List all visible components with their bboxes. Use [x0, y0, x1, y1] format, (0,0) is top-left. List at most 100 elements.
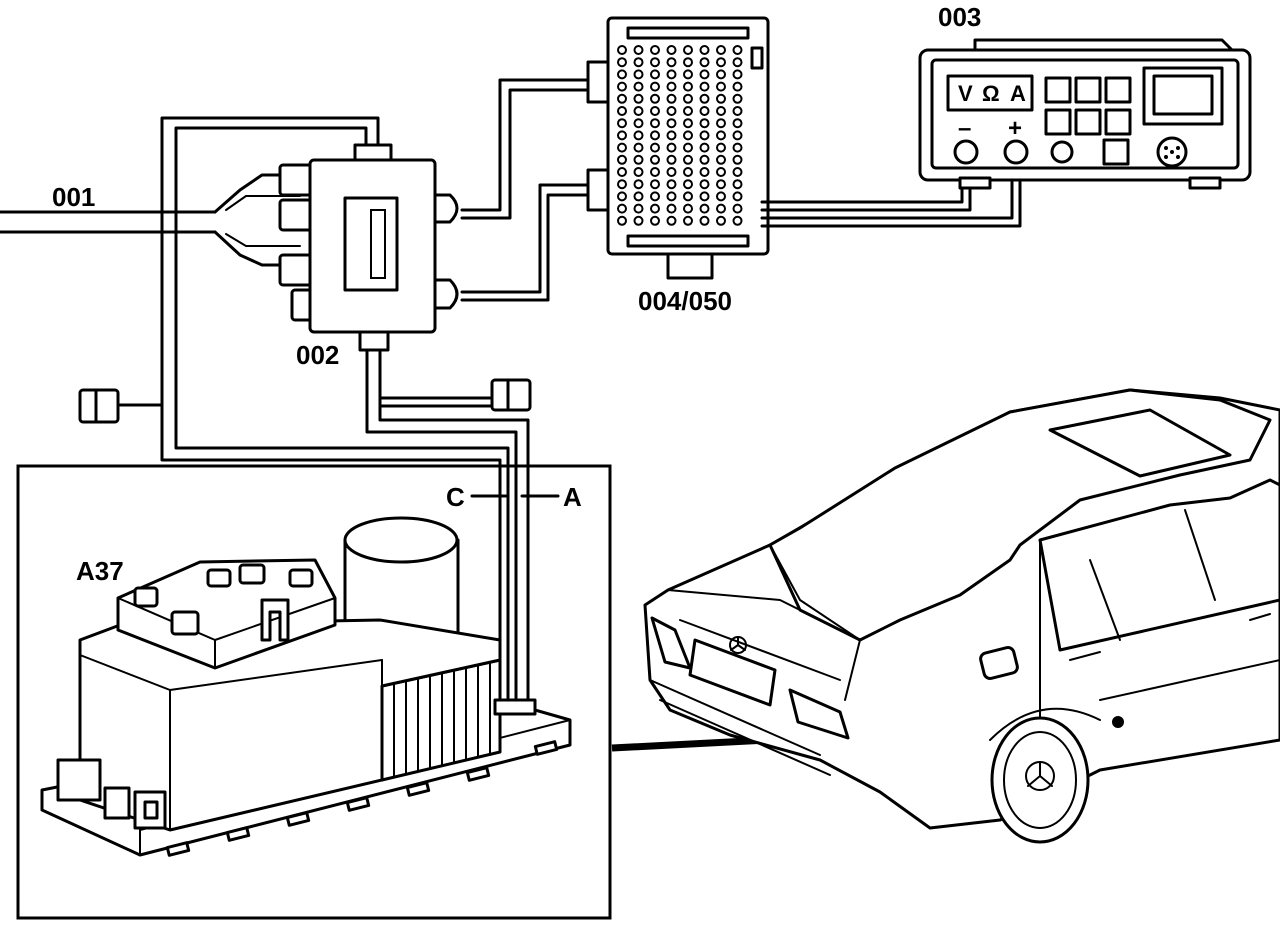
adapter-to-module-wires — [365, 348, 532, 712]
socket-pin — [633, 167, 644, 177]
adapter-to-socketbox-wires — [460, 78, 598, 302]
socket-pin — [716, 215, 726, 226]
socket-pin — [633, 215, 644, 226]
socket-pin — [666, 69, 677, 80]
connector-left — [78, 388, 164, 424]
socket-pin — [650, 130, 660, 141]
socket-pin — [683, 179, 693, 190]
socket-pin — [617, 154, 627, 165]
socket-pin — [699, 81, 710, 92]
socket-pin — [699, 45, 710, 55]
label-multimeter-003: 003 — [938, 2, 981, 32]
socket-pin — [666, 179, 677, 190]
socket-pin — [732, 203, 743, 214]
socket-pin — [732, 191, 743, 202]
socket-pin — [650, 45, 660, 55]
socket-pin — [650, 179, 660, 190]
socket-pin — [666, 130, 677, 141]
socket-pin — [617, 93, 627, 104]
label-adapter-002: 002 — [296, 340, 339, 370]
socket-pin — [633, 179, 644, 190]
socket-pin — [699, 203, 710, 214]
socket-pin — [699, 130, 710, 141]
socket-pin — [732, 45, 743, 55]
socket-pin — [666, 57, 677, 68]
socket-pin — [732, 215, 743, 226]
socket-pin — [683, 203, 693, 214]
socket-pin — [617, 57, 627, 68]
socket-pin — [650, 57, 660, 68]
socket-pin — [650, 215, 660, 226]
label-socket-box-004-050: 004/050 — [638, 286, 732, 316]
socket-pin — [666, 154, 677, 165]
socket-pin — [683, 215, 693, 226]
socket-box-004-050 — [586, 16, 770, 280]
socket-pin — [650, 191, 660, 202]
socket-pin — [617, 167, 627, 177]
wire-label-a: A — [520, 482, 582, 512]
socket-pin — [683, 57, 693, 68]
socket-pin — [666, 81, 677, 92]
socket-pin — [617, 179, 627, 190]
socket-pin — [683, 154, 693, 165]
socket-pin — [732, 167, 743, 177]
cooling-fins — [393, 661, 491, 777]
wire-label-c: C — [446, 482, 508, 512]
socket-pin — [617, 130, 627, 141]
socket-pin — [683, 167, 693, 177]
socket-pin — [732, 142, 743, 153]
socket-pin — [732, 154, 743, 165]
socket-pin — [716, 154, 726, 165]
label-wire-a: A — [563, 482, 582, 512]
socket-pin — [650, 203, 660, 214]
socket-pin — [716, 142, 726, 153]
socket-pin — [617, 203, 627, 214]
socket-pin — [633, 93, 644, 104]
socket-pin — [666, 215, 677, 226]
meter-terminal-positive: + — [1008, 115, 1022, 142]
socket-pin — [650, 81, 660, 92]
socket-pin — [617, 118, 627, 129]
socket-pin — [683, 191, 693, 202]
socket-pin — [633, 130, 644, 141]
socket-pin — [716, 81, 726, 92]
socket-pin — [732, 69, 743, 80]
socket-pin — [650, 154, 660, 165]
socket-pin — [699, 154, 710, 165]
socket-pin — [732, 81, 743, 92]
socket-pin — [716, 69, 726, 80]
socket-pin — [716, 118, 726, 129]
label-module-a37: A37 — [76, 556, 124, 586]
socket-pin — [732, 179, 743, 190]
socket-pin — [716, 167, 726, 177]
socket-pin — [633, 203, 644, 214]
socket-pin — [716, 203, 726, 214]
socket-pin — [633, 69, 644, 80]
socket-pin-grid — [617, 45, 743, 226]
socket-pin — [633, 106, 644, 116]
socket-pin — [650, 69, 660, 80]
socket-pin — [732, 57, 743, 68]
socket-pin — [650, 142, 660, 153]
socket-pin — [683, 81, 693, 92]
socket-pin — [683, 45, 693, 55]
socket-pin — [650, 93, 660, 104]
socket-pin — [683, 118, 693, 129]
socket-pin — [633, 142, 644, 153]
adapter-002 — [278, 143, 459, 352]
socket-pin — [617, 142, 627, 153]
socket-pin — [699, 57, 710, 68]
socket-pin — [699, 118, 710, 129]
socket-pin — [633, 191, 644, 202]
car-illustration — [643, 388, 1280, 844]
socket-pin — [699, 167, 710, 177]
multimeter-003: V Ω A – + — [918, 38, 1252, 190]
socket-pin — [666, 118, 677, 129]
socket-pin — [633, 118, 644, 129]
socket-pin — [732, 93, 743, 104]
socket-pin — [683, 69, 693, 80]
socket-pin — [617, 69, 627, 80]
socket-pin — [699, 106, 710, 116]
socket-pin — [666, 203, 677, 214]
meter-terminal-negative: – — [958, 115, 971, 142]
